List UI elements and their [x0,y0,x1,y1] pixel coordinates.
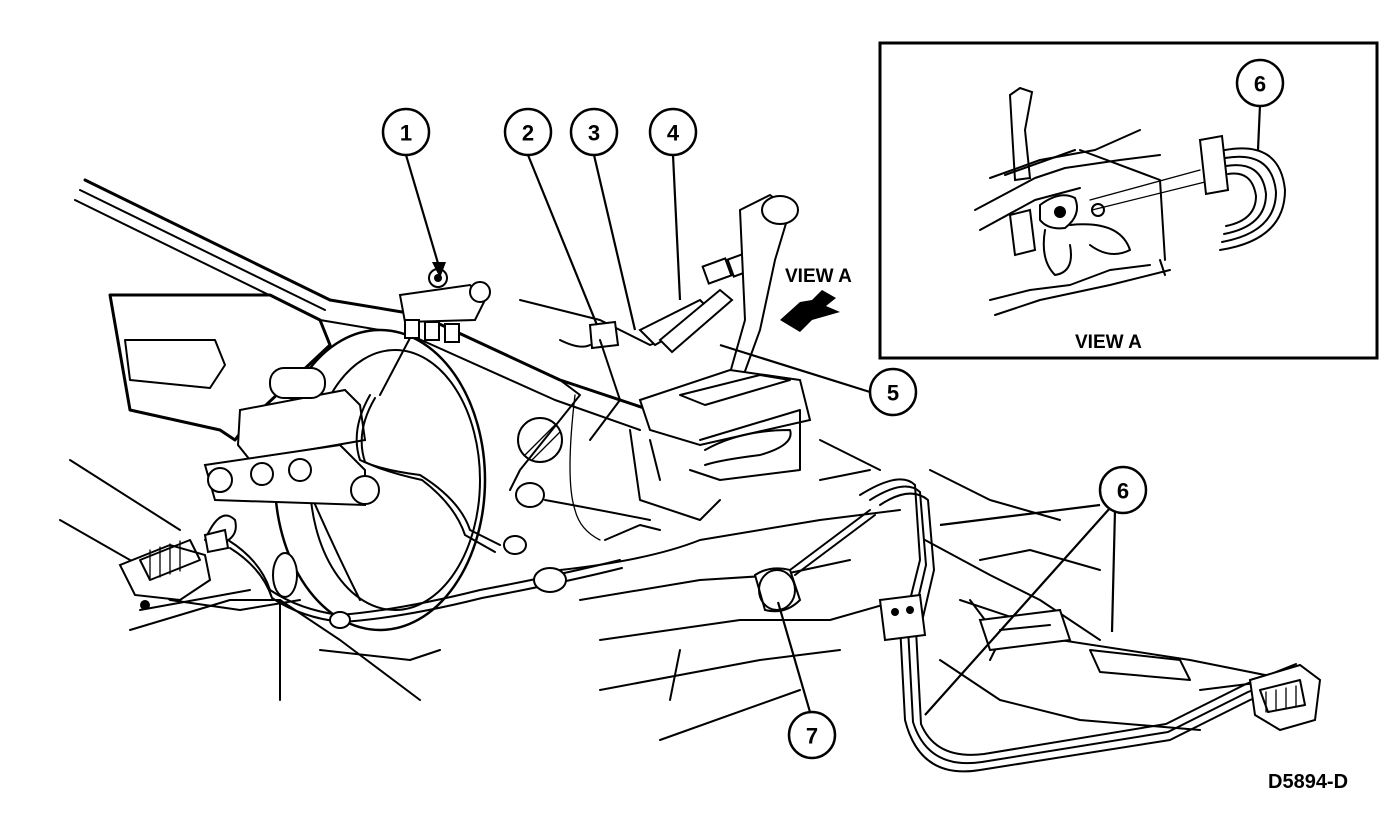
callout-4-label: 4 [667,121,680,146]
figure-code: D5894-D [1268,771,1348,793]
callout-2-label: 2 [522,121,534,146]
callout-1-label: 1 [400,121,412,146]
callout-6-inset: 6 [1235,58,1285,108]
callout-5: 5 [868,367,918,417]
callout-7: 7 [787,710,837,760]
inset-view-a: VIEW A [878,41,1379,360]
callout-1: 1 [381,107,431,157]
callout-2: 2 [503,107,553,157]
callout-3: 3 [569,107,619,157]
inset-caption: VIEW A [1075,332,1142,353]
callout-6: 6 [1098,465,1148,515]
view-a-arrow: VIEW A [780,266,852,332]
callout-6-inset-label: 6 [1254,72,1266,97]
view-a-arrow-label: VIEW A [785,266,852,287]
callout-7-label: 7 [806,724,818,749]
callout-3-label: 3 [588,121,600,146]
callout-6-label: 6 [1117,479,1129,504]
callout-5-label: 5 [887,381,899,406]
leader-lines [404,104,1262,716]
main-line-art [59,178,1322,773]
callout-4: 4 [648,107,698,157]
